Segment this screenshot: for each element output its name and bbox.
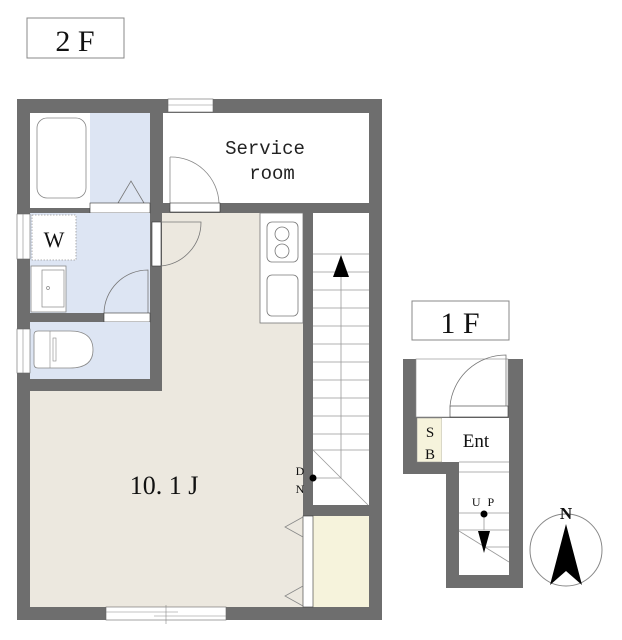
washer-space (31, 214, 77, 261)
entrance-door[interactable] (449, 405, 509, 418)
entrance-label: Ent (463, 431, 490, 452)
shoe-box-label-s: S (426, 425, 434, 441)
service-room-label-line2: room (249, 163, 295, 185)
closet-door-mark-icon (284, 516, 304, 538)
service-room-label: Service (225, 138, 305, 160)
washroom-door[interactable] (103, 312, 151, 323)
floor-label-2f-text: 2 F (55, 25, 94, 58)
service-room-floor (163, 113, 369, 203)
stairs-up-dot-icon (480, 510, 488, 518)
window-toilet (16, 328, 31, 374)
second-floor-plan: W Service room (16, 98, 382, 624)
north-compass: N (529, 504, 603, 587)
closet-doors[interactable] (302, 515, 314, 608)
stairs-up-label: U P (472, 495, 496, 509)
window-washroom (16, 213, 31, 260)
stairs-direction-arrow-icon (478, 531, 490, 553)
washroom-door-swing (103, 269, 149, 314)
toilet-icon (33, 330, 94, 369)
bath-floor (90, 113, 150, 208)
service-room-door-swing (169, 156, 220, 204)
floor-label-1f: 1 F (411, 300, 510, 341)
floor-label-2f: 2 F (26, 17, 125, 59)
stair-treads (312, 253, 369, 506)
bathtub-icon (36, 117, 87, 199)
stove-icon (266, 221, 299, 263)
bath-door[interactable] (89, 202, 151, 214)
first-floor-plan: S B Ent U P (403, 354, 523, 588)
stairs-down-label-d: D (296, 464, 305, 478)
north-arrow-icon (550, 524, 582, 585)
living-door[interactable] (151, 221, 162, 267)
door-mark-icon (117, 180, 145, 204)
entrance-floor (442, 418, 509, 462)
main-room-label: 10. 1 J (130, 471, 199, 500)
living-door-swing (160, 221, 202, 267)
window-service-room (167, 98, 214, 113)
stairs-up-arrow-icon (333, 255, 349, 277)
main-room-floor (30, 391, 303, 607)
closet-floor (313, 516, 369, 607)
service-room-door[interactable] (169, 202, 221, 213)
stair-wall (303, 213, 313, 438)
washer-label: W (44, 227, 65, 252)
wash-basin-icon (30, 265, 67, 313)
sink-icon (266, 274, 299, 317)
compass-north-label: N (560, 504, 573, 523)
floor-label-1f-text: 1 F (440, 307, 479, 340)
shoe-box (416, 417, 443, 463)
entrance-door-swing (449, 354, 507, 407)
stairs-down-label-n: N (296, 482, 305, 496)
stairs-down-dot-icon (309, 474, 317, 482)
shoe-box-label-b: B (425, 447, 435, 463)
